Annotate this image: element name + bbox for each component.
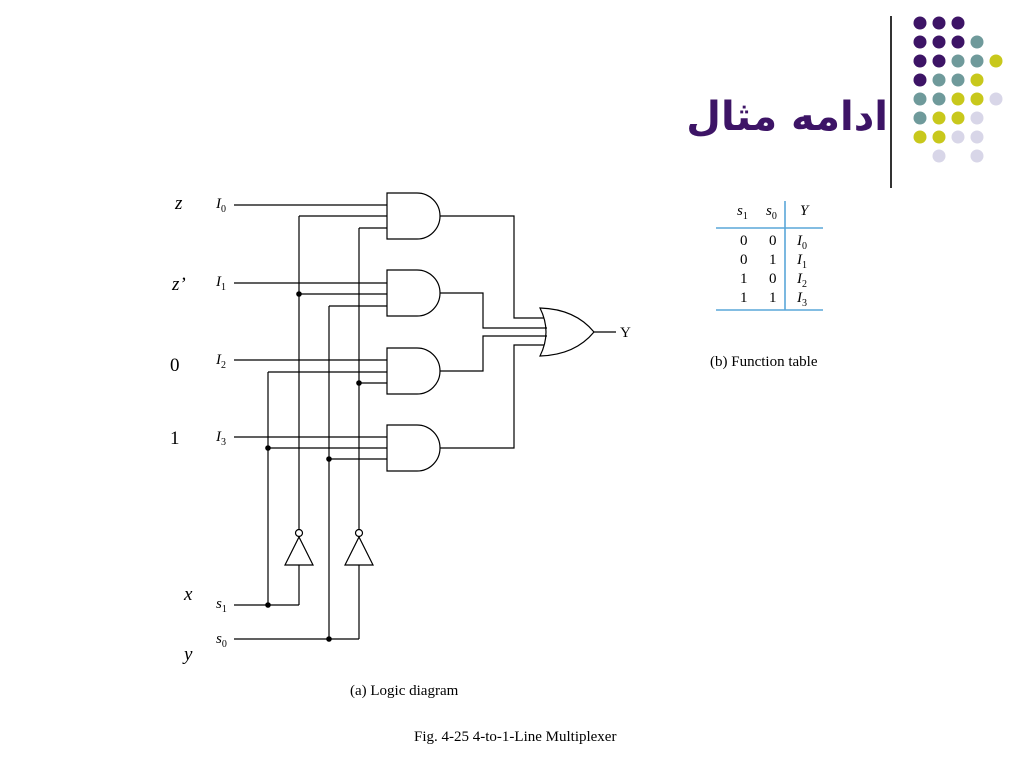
table-row-1: 0 1 I1 [740, 252, 807, 271]
svg-text:I3: I3 [796, 290, 807, 309]
svg-text:0: 0 [769, 271, 777, 287]
svg-text:1: 1 [769, 252, 777, 268]
label-zero: 0 [170, 355, 180, 376]
inverter-s0-bubble [354, 528, 364, 538]
select-s1: s1 [216, 596, 227, 615]
svg-text:1: 1 [740, 271, 748, 287]
label-one: 1 [170, 428, 180, 449]
inverter-s0 [344, 535, 374, 566]
input-i1: I1 [215, 274, 226, 293]
slide-title: ادامه مثال [686, 94, 888, 140]
table-header-y: Y [800, 203, 810, 219]
label-z: z [174, 193, 183, 214]
title-divider [890, 16, 892, 188]
table-header-s1: s1 [737, 203, 748, 222]
input-i2: I2 [215, 352, 226, 371]
and-gate-0 [386, 192, 441, 240]
table-row-0: 0 0 I0 [740, 233, 807, 252]
or-gate [539, 307, 595, 357]
logic-diagram-caption: (a) Logic diagram [350, 683, 459, 699]
and-gate-1 [386, 269, 441, 317]
table-header-s0: s0 [766, 203, 777, 222]
label-y: y [182, 644, 193, 665]
inverter-s1-bubble [294, 528, 304, 538]
dot-pattern [913, 16, 1003, 163]
svg-text:I1: I1 [796, 252, 807, 271]
label-x: x [183, 584, 193, 605]
label-z-prime: z’ [171, 274, 186, 295]
output-y: Y [620, 325, 631, 341]
and-gate-3 [386, 424, 441, 472]
svg-text:I0: I0 [796, 233, 807, 252]
input-i3: I3 [215, 429, 226, 448]
svg-text:0: 0 [740, 233, 748, 249]
decorative-dot-grid [913, 16, 1003, 163]
table-row-2: 1 0 I2 [740, 271, 807, 290]
table-row-3: 1 1 I3 [740, 290, 807, 309]
svg-text:1: 1 [740, 290, 748, 306]
inverter-s1 [284, 535, 314, 566]
svg-text:0: 0 [769, 233, 777, 249]
function-table-caption: (b) Function table [710, 354, 818, 370]
svg-text:0: 0 [740, 252, 748, 268]
input-i0: I0 [215, 196, 226, 215]
select-s0: s0 [216, 631, 227, 650]
svg-text:I2: I2 [796, 271, 807, 290]
and-gate-2 [386, 347, 441, 395]
figure-caption: Fig. 4-25 4-to-1-Line Multiplexer [414, 729, 616, 745]
svg-text:1: 1 [769, 290, 777, 306]
